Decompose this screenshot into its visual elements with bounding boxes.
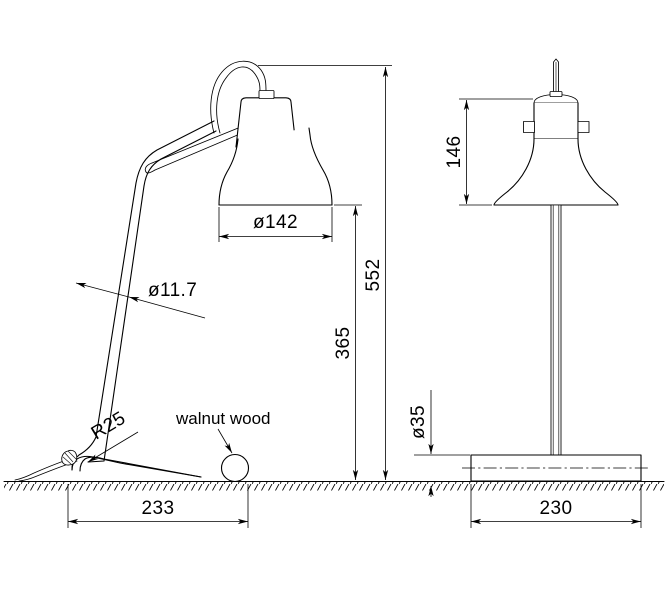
dim-shade-diameter: ø142 (218, 207, 333, 242)
lamp-stem (550, 204, 562, 456)
dim-label-233: 233 (142, 498, 175, 519)
dim-height-146: 146 (444, 98, 533, 206)
dim-label-r25: R25 (88, 408, 130, 445)
note-walnut-wood: walnut wood (175, 409, 271, 454)
dim-arm-diameter: ø11.7 (75, 280, 206, 319)
dim-height-365: 365 (333, 204, 362, 481)
front-view (462, 58, 650, 482)
dim-label-dia117: ø11.7 (148, 280, 197, 301)
dim-label-dia142: ø142 (253, 212, 298, 233)
dim-label-365: 365 (333, 327, 354, 360)
finial-spike (553, 58, 559, 96)
dim-label-dia35: ø35 (408, 405, 429, 439)
lamp-shade (218, 127, 333, 206)
dim-width-233: 233 (67, 484, 249, 528)
socket-cap (533, 91, 579, 104)
dim-width-230: 230 (470, 484, 642, 528)
pivot-knob-left (523, 121, 535, 133)
socket-housing-front (533, 102, 579, 140)
lamp-shade-front (493, 138, 619, 206)
pivot-knob-right (577, 121, 590, 133)
walnut-ball-foot (220, 453, 250, 483)
note-label-walnut: walnut wood (175, 409, 271, 428)
dim-label-552: 552 (363, 259, 384, 292)
side-view (14, 60, 333, 483)
dim-dia35: ø35 (408, 390, 470, 497)
dim-height-552: 552 (258, 65, 392, 481)
ground-line (3, 480, 665, 491)
foot-cable-clamp (61, 449, 78, 466)
base-plate (462, 454, 650, 482)
dim-label-146: 146 (444, 136, 465, 169)
dim-label-230: 230 (540, 498, 573, 519)
dim-bend-radius: R25 (88, 408, 139, 463)
